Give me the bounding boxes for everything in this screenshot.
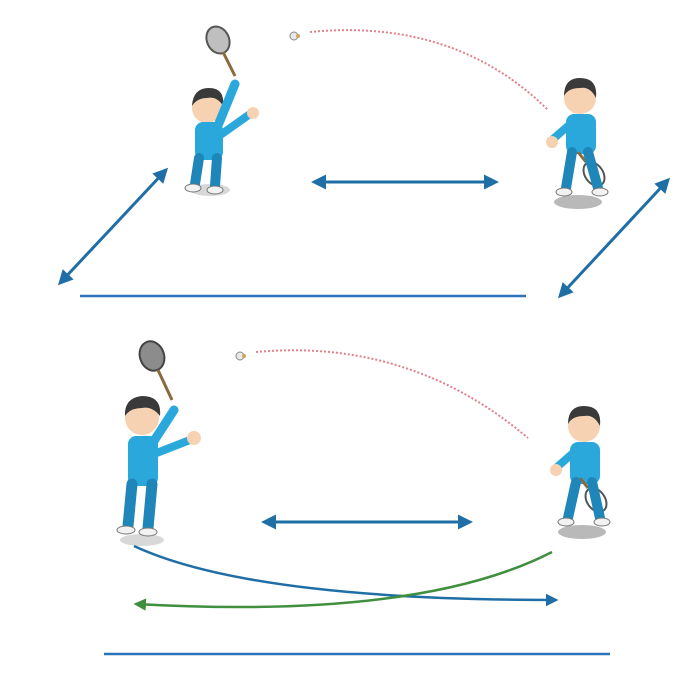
player-head xyxy=(192,93,222,123)
arrow-diagonal-left xyxy=(57,167,169,286)
player-legs xyxy=(122,478,158,534)
player-head xyxy=(568,410,600,442)
player-shadow xyxy=(558,525,606,539)
shuttlecock-icon xyxy=(235,351,246,361)
player-arm-up xyxy=(212,79,240,133)
player-hair xyxy=(124,396,161,416)
player-legs xyxy=(563,477,605,523)
crossing-path-blue xyxy=(133,544,559,607)
player-head xyxy=(564,82,596,114)
player-hair xyxy=(564,78,597,98)
arrow-diagonal-right xyxy=(557,177,671,299)
crossing-path-green xyxy=(133,550,553,611)
top-panel xyxy=(57,25,671,299)
player-arm-front xyxy=(150,436,194,458)
player-receiver-bottom-right xyxy=(550,406,611,539)
player-body xyxy=(128,436,158,486)
player-arm-front xyxy=(215,110,254,140)
player-hitter-top-left xyxy=(184,25,259,196)
bottom-panel xyxy=(104,340,611,656)
player-shadow xyxy=(554,195,602,209)
player-head xyxy=(125,401,159,435)
player-arm-up xyxy=(147,405,179,449)
player-body xyxy=(570,442,600,484)
shuttle-trajectory-top xyxy=(309,29,549,111)
player-shadow xyxy=(120,534,164,546)
badminton-racket-icon xyxy=(138,340,174,401)
player-legs xyxy=(190,153,222,191)
shuttlecock-icon xyxy=(289,31,300,41)
player-hitter-bottom-left xyxy=(116,340,201,546)
badminton-racket-icon xyxy=(205,25,237,77)
player-hair xyxy=(568,406,601,426)
shuttle-trajectory-bottom xyxy=(255,349,529,439)
player-hair xyxy=(192,88,224,106)
player-body xyxy=(566,114,596,154)
